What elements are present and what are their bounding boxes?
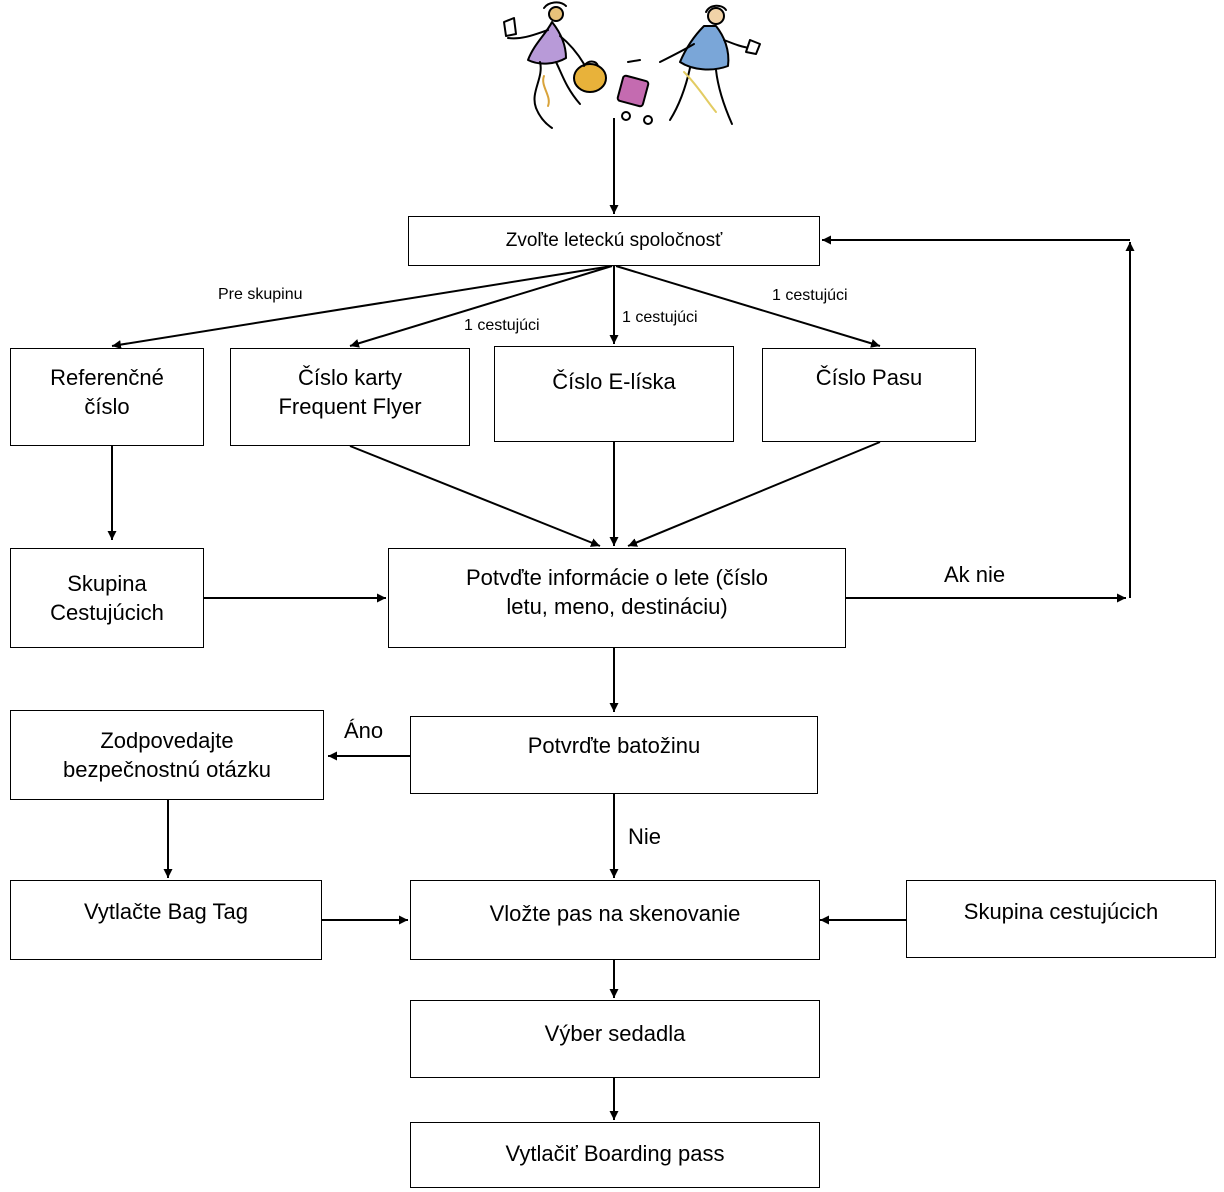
seat-selection-node: Výber sedadla xyxy=(410,1000,820,1078)
reference-number-label: Referenčné číslo xyxy=(50,365,164,420)
print-boarding-pass-label: Vytlačiť Boarding pass xyxy=(505,1141,725,1166)
security-question-label: Zodpovedajte bezpečnostnú otázku xyxy=(63,727,271,782)
passenger-group-right-node: Skupina cestujúcich xyxy=(906,880,1216,958)
passenger-group-right-label: Skupina cestujúcich xyxy=(963,899,1159,924)
frequent-flyer-node: Číslo karty Frequent Flyer xyxy=(230,348,470,446)
confirm-baggage-node: Potvrďte batožinu xyxy=(410,716,818,794)
passport-number-label: Číslo Pasu xyxy=(815,365,923,390)
edge-label-for-group: Pre skupinu xyxy=(218,286,303,303)
edge-to-passport-number xyxy=(615,265,881,348)
confirm-flight-info-label: Potvďte informácie o lete (číslo letu, m… xyxy=(465,565,769,620)
edge-label-one-passenger-passport: 1 cestujúci xyxy=(772,287,848,304)
passenger-group-label: Skupina Cestujúcich xyxy=(50,570,164,625)
edge-label-no: Nie xyxy=(628,824,662,849)
choose-airline-label: Zvoľte leteckú spoločnosť xyxy=(505,230,723,252)
security-question-node: Zodpovedajte bezpečnostnú otázku xyxy=(10,710,324,800)
edge-passport-to-confirm xyxy=(627,441,881,547)
confirm-flight-info-node: Potvďte informácie o lete (číslo letu, m… xyxy=(388,548,846,648)
print-boarding-pass-node: Vytlačiť Boarding pass xyxy=(410,1122,820,1188)
eticket-number-label: Číslo E-líska xyxy=(552,369,676,394)
reference-number-node: Referenčné číslo xyxy=(10,348,204,446)
seat-selection-label: Výber sedadla xyxy=(544,1021,686,1046)
edge-to-frequent-flyer xyxy=(349,265,613,348)
insert-passport-node: Vložte pas na skenovanie xyxy=(410,880,820,960)
flow-arrows xyxy=(107,118,1135,1120)
edge-label-one-passenger-ff: 1 cestujúci xyxy=(464,317,540,334)
edge-label-yes: Áno xyxy=(344,718,384,743)
passenger-group-node: Skupina Cestujúcich xyxy=(10,548,204,648)
confirm-baggage-label: Potvrďte batožinu xyxy=(527,733,701,758)
travelers-clipart-icon xyxy=(503,1,761,129)
print-bag-tag-node: Vytlačte Bag Tag xyxy=(10,880,322,960)
passport-number-node: Číslo Pasu xyxy=(762,348,976,442)
edge-label-if-not: Ak nie xyxy=(944,562,1006,587)
insert-passport-label: Vložte pas na skenovanie xyxy=(489,901,741,926)
frequent-flyer-label: Číslo karty Frequent Flyer xyxy=(278,365,422,420)
edge-label-one-passenger-eticket: 1 cestujúci xyxy=(622,309,698,326)
print-bag-tag-label: Vytlačte Bag Tag xyxy=(84,899,248,924)
choose-airline-node: Zvoľte leteckú spoločnosť xyxy=(408,216,820,266)
edge-to-reference-number xyxy=(111,265,613,350)
edge-ff-to-confirm xyxy=(349,445,601,547)
eticket-number-node: Číslo E-líska xyxy=(494,346,734,442)
